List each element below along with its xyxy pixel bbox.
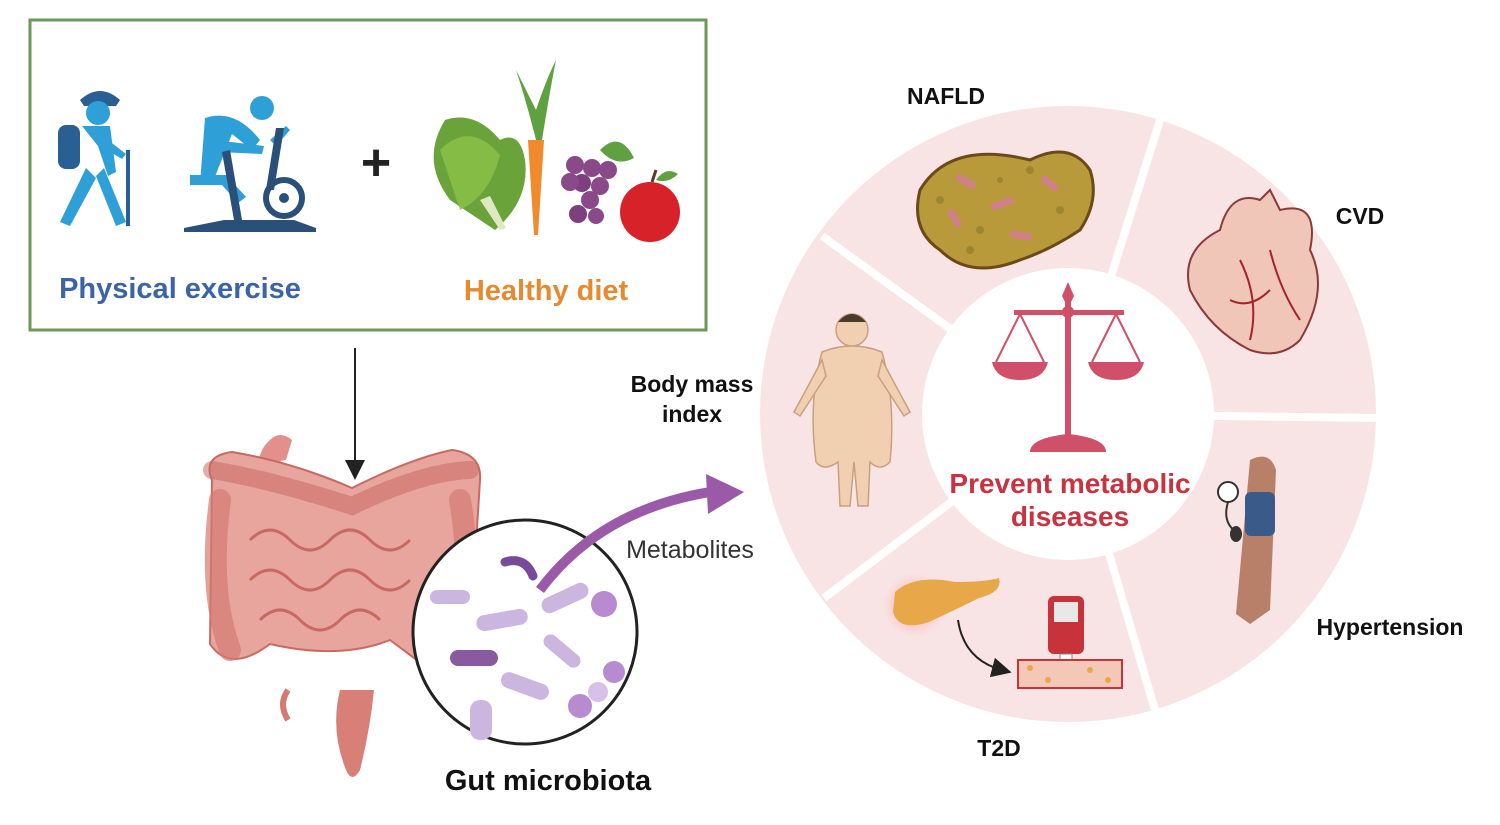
diet-label: Healthy diet xyxy=(464,275,629,307)
pancreas-icon xyxy=(883,573,1000,637)
heart-icon xyxy=(1187,188,1319,355)
metabolites-label: Metabolites xyxy=(626,536,754,564)
nafld-label: NAFLD xyxy=(907,83,985,109)
vegetables-icon xyxy=(433,60,680,242)
cvd-label: CVD xyxy=(1336,203,1385,229)
gut-microbiota-label: Gut microbiota xyxy=(445,765,652,797)
center-title-line2: diseases xyxy=(1011,501,1129,532)
center-title-line1: Prevent metabolic xyxy=(949,468,1190,499)
blood-pressure-icon xyxy=(1217,456,1276,624)
liver-icon xyxy=(916,150,1095,270)
microbe-lens-icon xyxy=(411,518,639,746)
glucose-arrow xyxy=(957,619,1012,678)
exercise-bike-icon xyxy=(184,96,316,232)
bmi-label-line1: Body mass xyxy=(631,371,754,397)
glucometer-icon xyxy=(1017,596,1123,689)
t2d-label: T2D xyxy=(977,735,1020,761)
bmi-label-line2: index xyxy=(662,401,722,427)
obese-person-icon xyxy=(793,313,911,507)
metabolites-arrow-head xyxy=(706,474,744,514)
hiker-icon xyxy=(58,91,130,226)
lifestyle-box xyxy=(28,18,708,332)
exercise-label: Physical exercise xyxy=(59,273,301,305)
hypertension-label: Hypertension xyxy=(1317,614,1464,640)
plus-sign: + xyxy=(361,134,391,192)
metabolites-arrow xyxy=(536,487,711,594)
balance-scale-icon xyxy=(992,282,1144,452)
